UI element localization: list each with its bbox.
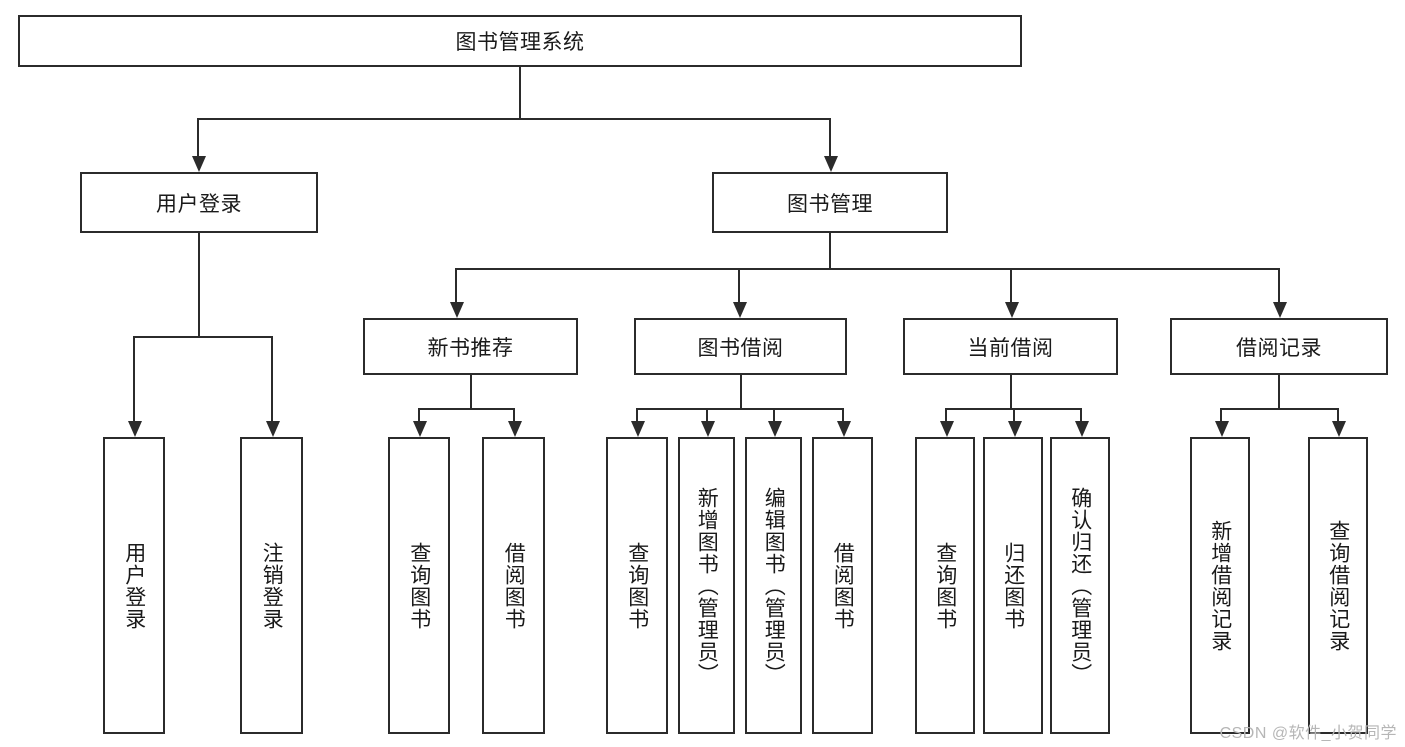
leaf-node-10-label: 确认归还（管理员）	[1068, 486, 1092, 685]
group-arrow-0-0	[413, 421, 427, 437]
books-arrow-2	[1005, 302, 1019, 318]
group-bar-0	[418, 408, 513, 410]
level2-node-0[interactable]: 新书推荐	[363, 318, 578, 375]
books-drop-0	[455, 268, 457, 302]
group-drop-2-1	[1013, 408, 1015, 421]
level1-node-0-label: 用户登录	[156, 192, 242, 216]
level2-node-1[interactable]: 图书借阅	[634, 318, 847, 375]
leaf-node-4[interactable]: 查询图书	[606, 437, 668, 734]
group-drop-0-1	[513, 408, 515, 421]
leaf-node-5[interactable]: 新增图书（管理员）	[678, 437, 735, 734]
leaf-node-3-label: 借阅图书	[502, 541, 526, 630]
level2-node-2-label: 当前借阅	[967, 336, 1054, 360]
group-arrow-1-2	[768, 421, 782, 437]
root-arrow-1	[824, 156, 838, 172]
leaf-node-8[interactable]: 查询图书	[915, 437, 975, 734]
group-drop-3-1	[1337, 408, 1339, 421]
leaf-node-4-label: 查询图书	[625, 541, 649, 630]
group-arrow-1-0	[631, 421, 645, 437]
books-drop-1	[738, 268, 740, 302]
group-drop-1-0	[636, 408, 638, 421]
group-bar-3	[1220, 408, 1337, 410]
leaf-node-5-label: 新增图书（管理员）	[695, 486, 719, 685]
leaf-node-9[interactable]: 归还图书	[983, 437, 1043, 734]
group-arrow-1-3	[837, 421, 851, 437]
root-node[interactable]: 图书管理系统	[18, 15, 1022, 67]
group-stem-1	[740, 375, 742, 408]
root-arrow-0	[192, 156, 206, 172]
books-arrow-0	[450, 302, 464, 318]
login-drop-0	[133, 336, 135, 421]
level1-node-1[interactable]: 图书管理	[712, 172, 948, 233]
leaf-node-12-label: 查询借阅记录	[1326, 519, 1350, 652]
group-stem-2	[1010, 375, 1012, 408]
login-arrow-1	[266, 421, 280, 437]
level1-node-0[interactable]: 用户登录	[80, 172, 318, 233]
leaf-node-6-label: 编辑图书（管理员）	[762, 486, 786, 685]
group-arrow-1-1	[701, 421, 715, 437]
group-drop-1-2	[773, 408, 775, 421]
group-arrow-3-0	[1215, 421, 1229, 437]
login-arrow-0	[128, 421, 142, 437]
group-drop-0-0	[418, 408, 420, 421]
leaf-node-12[interactable]: 查询借阅记录	[1308, 437, 1368, 734]
login-bar	[133, 336, 272, 338]
login-stem	[198, 233, 200, 336]
leaf-node-0-label: 用户登录	[122, 541, 146, 630]
books-drop-2	[1010, 268, 1012, 302]
level2-node-2[interactable]: 当前借阅	[903, 318, 1118, 375]
leaf-node-0[interactable]: 用户登录	[103, 437, 165, 734]
level2-node-0-label: 新书推荐	[427, 336, 514, 360]
books-drop-3	[1278, 268, 1280, 302]
leaf-node-2-label: 查询图书	[407, 541, 431, 630]
root-drop-0	[197, 118, 199, 156]
group-stem-0	[470, 375, 472, 408]
leaf-node-1[interactable]: 注销登录	[240, 437, 303, 734]
watermark: CSDN @软件_小贺同学	[1219, 725, 1397, 742]
leaf-node-2[interactable]: 查询图书	[388, 437, 450, 734]
leaf-node-3[interactable]: 借阅图书	[482, 437, 545, 734]
group-arrow-0-1	[508, 421, 522, 437]
leaf-node-11-label: 新增借阅记录	[1208, 519, 1232, 652]
group-bar-2	[945, 408, 1080, 410]
leaf-node-7[interactable]: 借阅图书	[812, 437, 873, 734]
group-arrow-2-0	[940, 421, 954, 437]
group-arrow-2-2	[1075, 421, 1089, 437]
leaf-node-8-label: 查询图书	[933, 541, 957, 630]
leaf-node-9-label: 归还图书	[1001, 541, 1025, 630]
leaf-node-11[interactable]: 新增借阅记录	[1190, 437, 1250, 734]
leaf-node-6[interactable]: 编辑图书（管理员）	[745, 437, 802, 734]
root-drop-1	[829, 118, 831, 156]
books-arrow-3	[1273, 302, 1287, 318]
level2-node-3-label: 借阅记录	[1236, 336, 1322, 360]
group-drop-1-1	[706, 408, 708, 421]
books-stem	[829, 233, 831, 268]
leaf-node-7-label: 借阅图书	[831, 541, 855, 630]
level1-node-1-label: 图书管理	[787, 192, 873, 216]
leaf-node-1-label: 注销登录	[260, 541, 284, 630]
root-bar	[197, 118, 830, 120]
level2-node-3[interactable]: 借阅记录	[1170, 318, 1388, 375]
group-bar-1	[636, 408, 842, 410]
group-drop-2-2	[1080, 408, 1082, 421]
leaf-node-10[interactable]: 确认归还（管理员）	[1050, 437, 1110, 734]
group-stem-3	[1278, 375, 1280, 408]
group-drop-1-3	[842, 408, 844, 421]
level2-node-1-label: 图书借阅	[697, 336, 784, 360]
group-arrow-2-1	[1008, 421, 1022, 437]
books-bar	[455, 268, 1278, 270]
books-arrow-1	[733, 302, 747, 318]
group-drop-2-0	[945, 408, 947, 421]
root-node-label: 图书管理系统	[455, 31, 585, 54]
root-stem	[519, 67, 521, 118]
login-drop-1	[271, 336, 273, 421]
group-drop-3-0	[1220, 408, 1222, 421]
group-arrow-3-1	[1332, 421, 1346, 437]
